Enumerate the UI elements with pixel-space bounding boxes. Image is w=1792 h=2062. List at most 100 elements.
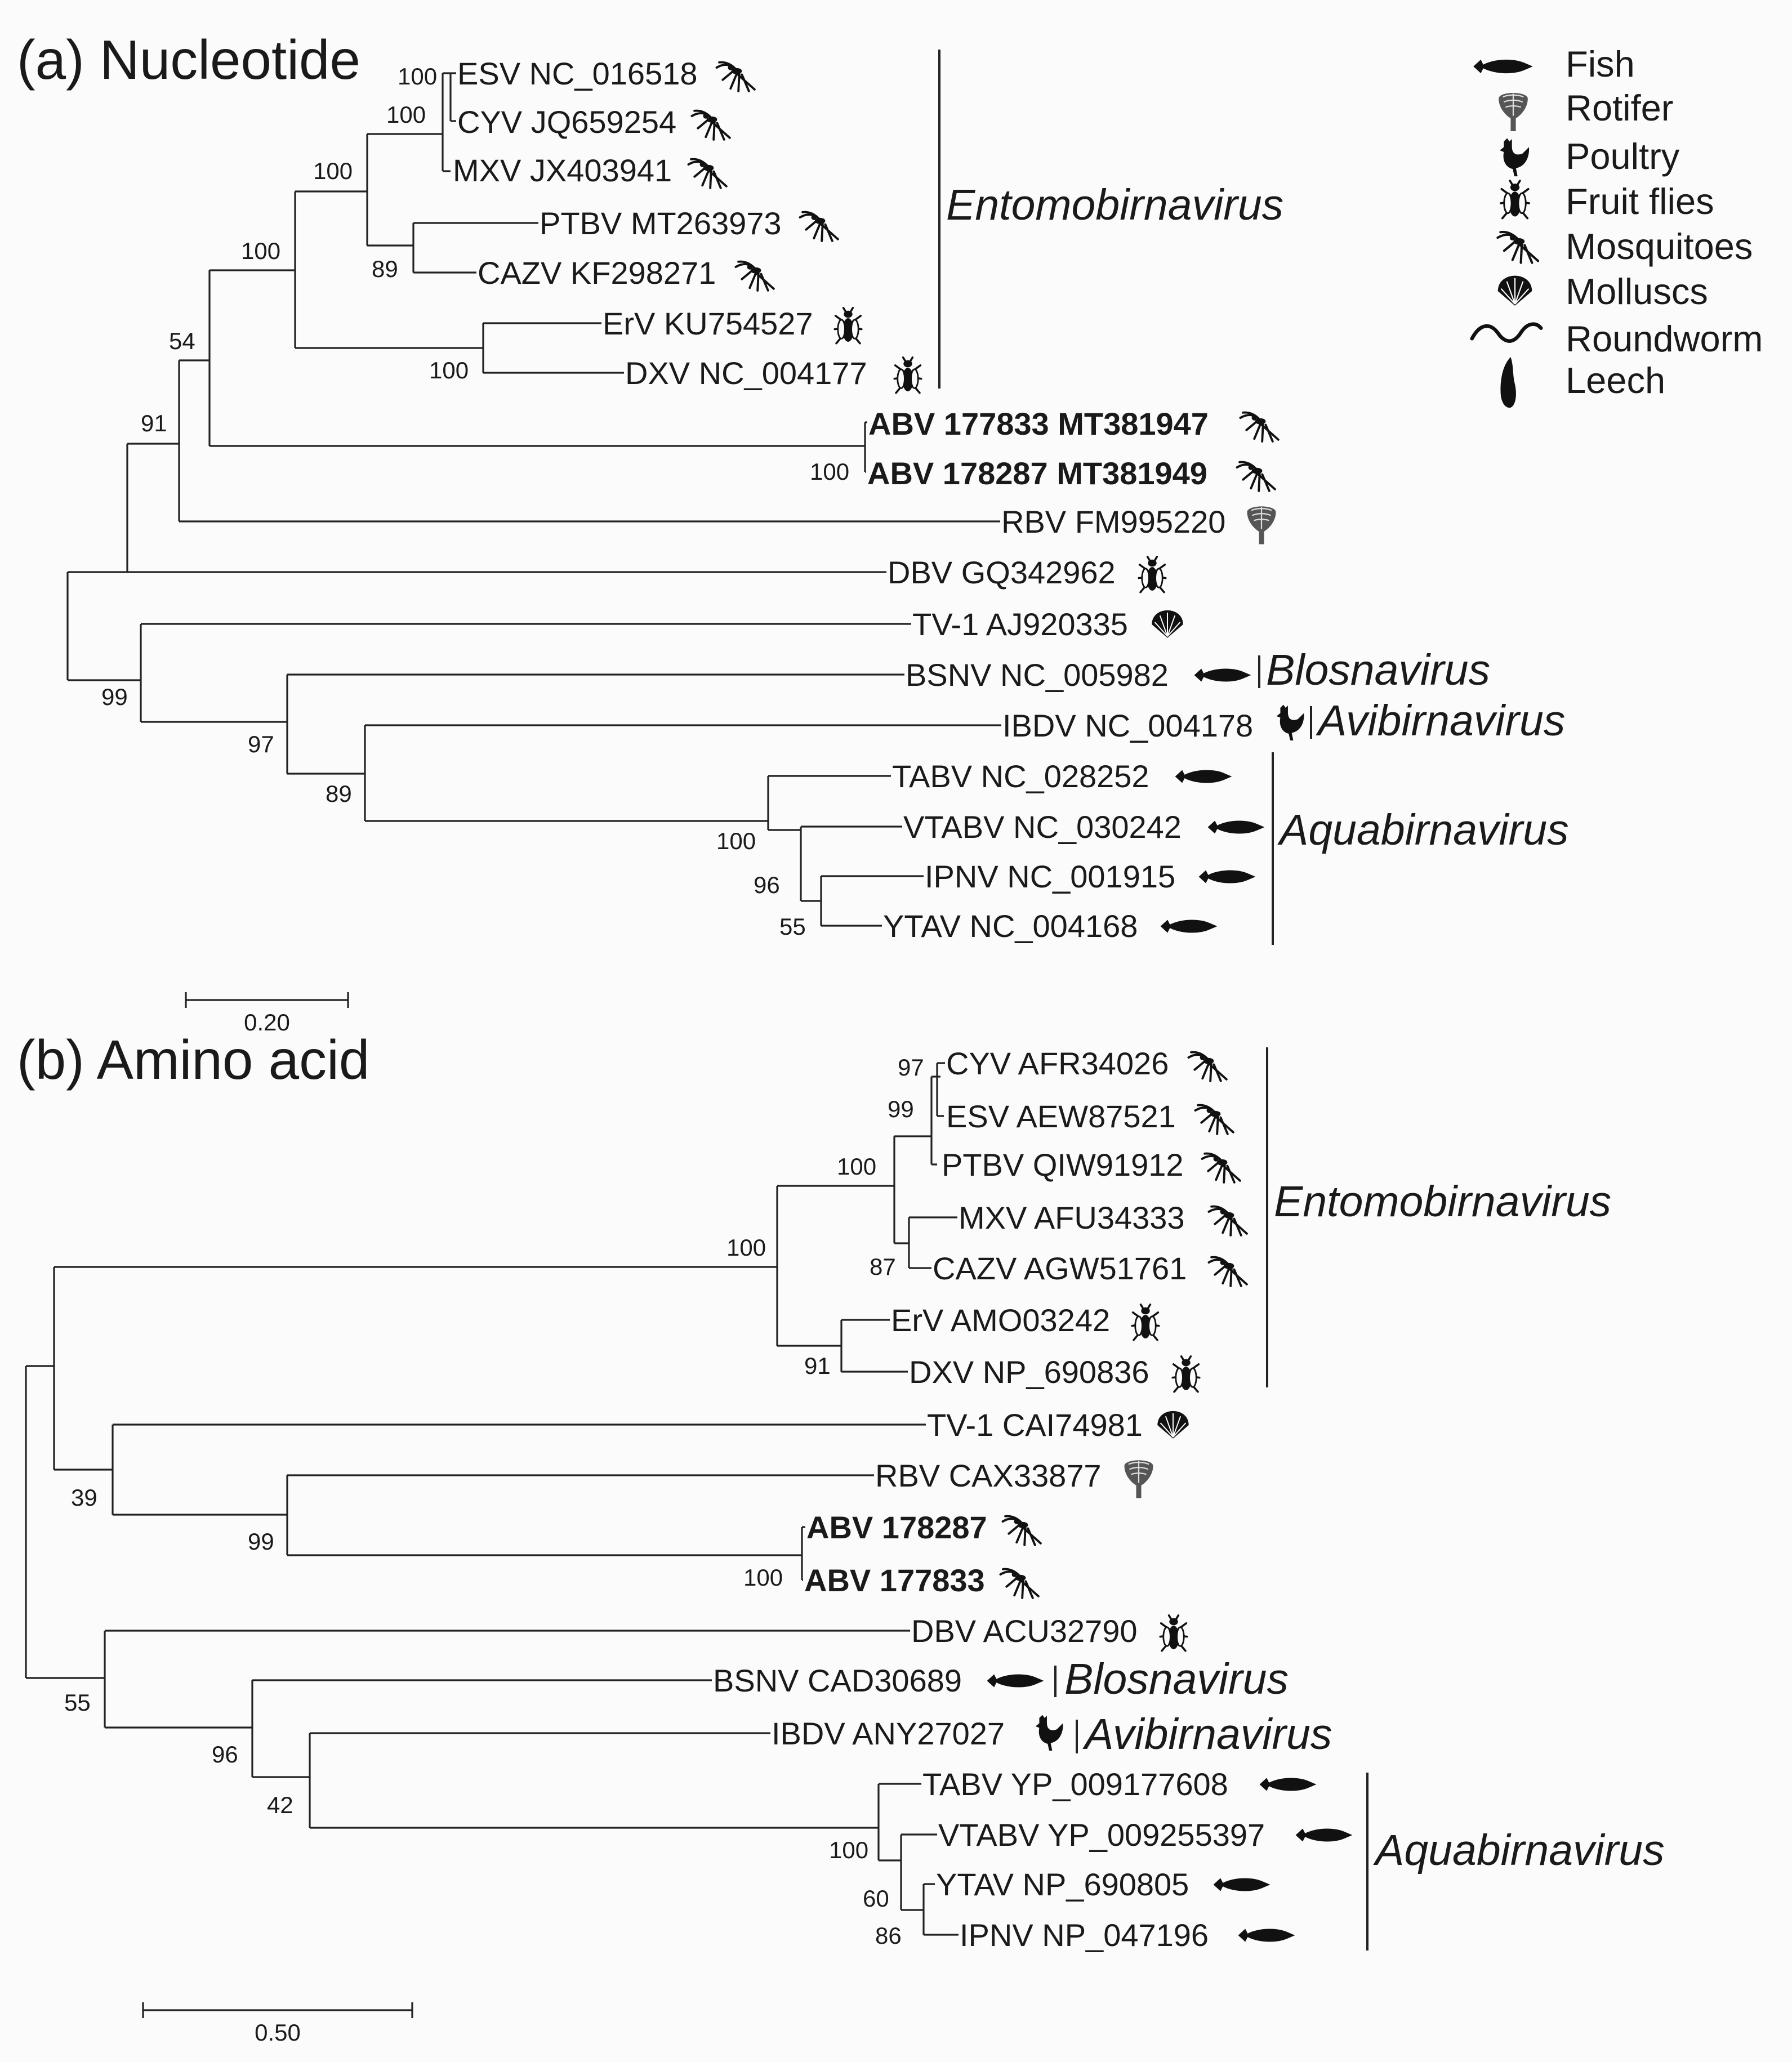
leaf-label: CAZV AGW51761 <box>933 1251 1187 1286</box>
fish-icon <box>1238 1929 1295 1942</box>
leaf-label: IPNV NP_047196 <box>960 1917 1209 1953</box>
legend-label: Fruit flies <box>1566 181 1714 222</box>
fish-icon <box>1194 668 1251 682</box>
fish-icon <box>1160 920 1218 933</box>
bootstrap-value: 89 <box>372 256 398 282</box>
panel-b-clade-labels: Entomobirnavirus Blosnavirus Avibirnavir… <box>1054 1047 1665 1951</box>
fish-icon <box>987 1674 1044 1688</box>
leech-icon <box>1500 357 1516 408</box>
rotifer-icon <box>1246 506 1277 545</box>
scale-bar-label: 0.50 <box>255 2019 301 2046</box>
bootstrap-value: 96 <box>754 872 780 898</box>
clade-label: Entomobirnavirus <box>946 181 1283 229</box>
leaf-label: IBDV ANY27027 <box>772 1716 1005 1751</box>
leaf-label: RBV CAX33877 <box>875 1458 1102 1493</box>
leaf-label: TABV YP_009177608 <box>922 1766 1228 1802</box>
panel-b-title: (b) Amino acid <box>17 1029 369 1091</box>
clade-label: Blosnavirus <box>1266 646 1490 694</box>
fish-icon <box>1295 1828 1353 1842</box>
bootstrap-value: 100 <box>398 63 437 90</box>
legend-label: Fish <box>1566 43 1635 84</box>
mosquito-icon <box>715 61 756 92</box>
mosquito-icon <box>799 211 839 242</box>
leaf-label: DBV ACU32790 <box>911 1613 1138 1649</box>
leaf-label: ABV 178287 MT381949 <box>867 456 1207 491</box>
fish-icon <box>1198 870 1256 883</box>
bootstrap-value: 100 <box>386 101 426 128</box>
panel-a-title: (a) Nucleotide <box>17 29 360 91</box>
mollusc-icon <box>1151 609 1184 639</box>
clade-label: Blosnavirus <box>1064 1655 1289 1703</box>
legend-label: Leech <box>1566 360 1665 401</box>
clade-label: Avibirnavirus <box>1082 1710 1332 1758</box>
poultry-icon <box>1276 704 1304 741</box>
leaf-label: IPNV NC_001915 <box>925 859 1175 894</box>
leaf-label: DXV NC_004177 <box>625 355 867 391</box>
leaf-label: ESV AEW87521 <box>946 1099 1176 1134</box>
mosquito-icon <box>1207 1256 1248 1287</box>
fruit-fly-icon <box>893 356 922 394</box>
leaf-label: TABV NC_028252 <box>892 758 1149 794</box>
fruit-fly-icon <box>1159 1614 1188 1652</box>
bootstrap-value: 100 <box>313 158 353 184</box>
bootstrap-value: 55 <box>64 1689 91 1716</box>
leaf-label: MXV JX403941 <box>453 153 672 188</box>
poultry-icon <box>1500 138 1530 177</box>
bootstrap-value: 97 <box>898 1054 924 1081</box>
bootstrap-value: 100 <box>837 1153 876 1180</box>
mosquito-icon <box>1239 411 1280 443</box>
rotifer-icon <box>1497 92 1529 132</box>
panel-a-leaf-labels: ESV NC_016518 CYV JQ659254 MXV JX403941 … <box>453 56 1304 944</box>
leaf-label: PTBV MT263973 <box>540 206 782 241</box>
bootstrap-value: 96 <box>212 1741 238 1768</box>
leaf-label: PTBV QIW91912 <box>942 1147 1184 1182</box>
clade-label: Avibirnavirus <box>1316 697 1565 745</box>
leaf-label: VTABV NC_030242 <box>903 809 1182 845</box>
clade-label: Entomobirnavirus <box>1274 1177 1611 1226</box>
leaf-label: DBV GQ342962 <box>888 555 1116 590</box>
mosquito-icon <box>1001 1515 1042 1546</box>
bootstrap-value: 100 <box>716 828 756 854</box>
bootstrap-value: 100 <box>743 1564 783 1591</box>
leaf-label: ABV 178287 <box>806 1510 987 1545</box>
scale-bar-label: 0.20 <box>244 1009 290 1036</box>
fish-icon <box>1259 1778 1317 1791</box>
mollusc-icon <box>1497 275 1533 307</box>
bootstrap-value: 100 <box>241 238 280 264</box>
bootstrap-value: 100 <box>429 357 469 383</box>
clade-label: Aquabirnavirus <box>1277 806 1569 854</box>
bootstrap-value: 97 <box>248 731 274 757</box>
leaf-label: IBDV NC_004178 <box>1002 708 1253 743</box>
fish-icon <box>1473 59 1533 74</box>
mosquito-icon <box>999 1568 1040 1599</box>
leaf-label: YTAV NC_004168 <box>883 908 1138 944</box>
leaf-label: BSNV NC_005982 <box>906 657 1169 693</box>
leaf-label: VTABV YP_009255397 <box>938 1817 1265 1853</box>
leaf-label: CAZV KF298271 <box>478 255 716 291</box>
host-legend: Fish Rotifer Poultry Fruit flies Mosquit… <box>1472 43 1763 408</box>
bootstrap-value: 100 <box>726 1234 766 1261</box>
panel-a-scale-bar: 0.20 <box>185 992 349 1036</box>
clade-label: Aquabirnavirus <box>1373 1826 1665 1874</box>
fruit-fly-icon <box>1138 556 1167 593</box>
bootstrap-value: 54 <box>169 328 195 354</box>
mollusc-icon <box>1157 1410 1189 1439</box>
legend-label: Mosquitoes <box>1566 226 1753 267</box>
fruit-fly-icon <box>1171 1355 1201 1393</box>
leaf-label: BSNV CAD30689 <box>713 1663 962 1698</box>
leaf-label: ErV AMO03242 <box>891 1302 1110 1338</box>
bootstrap-value: 55 <box>779 913 806 940</box>
leaf-label: DXV NP_690836 <box>909 1354 1149 1390</box>
roundworm-icon <box>1472 324 1541 341</box>
fruit-fly-icon <box>833 307 863 345</box>
bootstrap-value: 87 <box>870 1253 896 1280</box>
panel-b-bootstrap-values: 97 99 100 87 100 91 39 99 100 55 96 42 1… <box>64 1054 924 1949</box>
mosquito-icon <box>1207 1205 1248 1237</box>
bootstrap-value: 89 <box>326 780 352 807</box>
leaf-label: TV-1 CAI74981 <box>927 1407 1143 1443</box>
bootstrap-value: 86 <box>875 1922 902 1949</box>
leaf-label: ABV 177833 MT381947 <box>868 406 1209 441</box>
mosquito-icon <box>734 260 775 292</box>
panel-b: (b) Amino acid CYV AFR34026 ESV AEW87521 <box>17 1029 1665 2046</box>
